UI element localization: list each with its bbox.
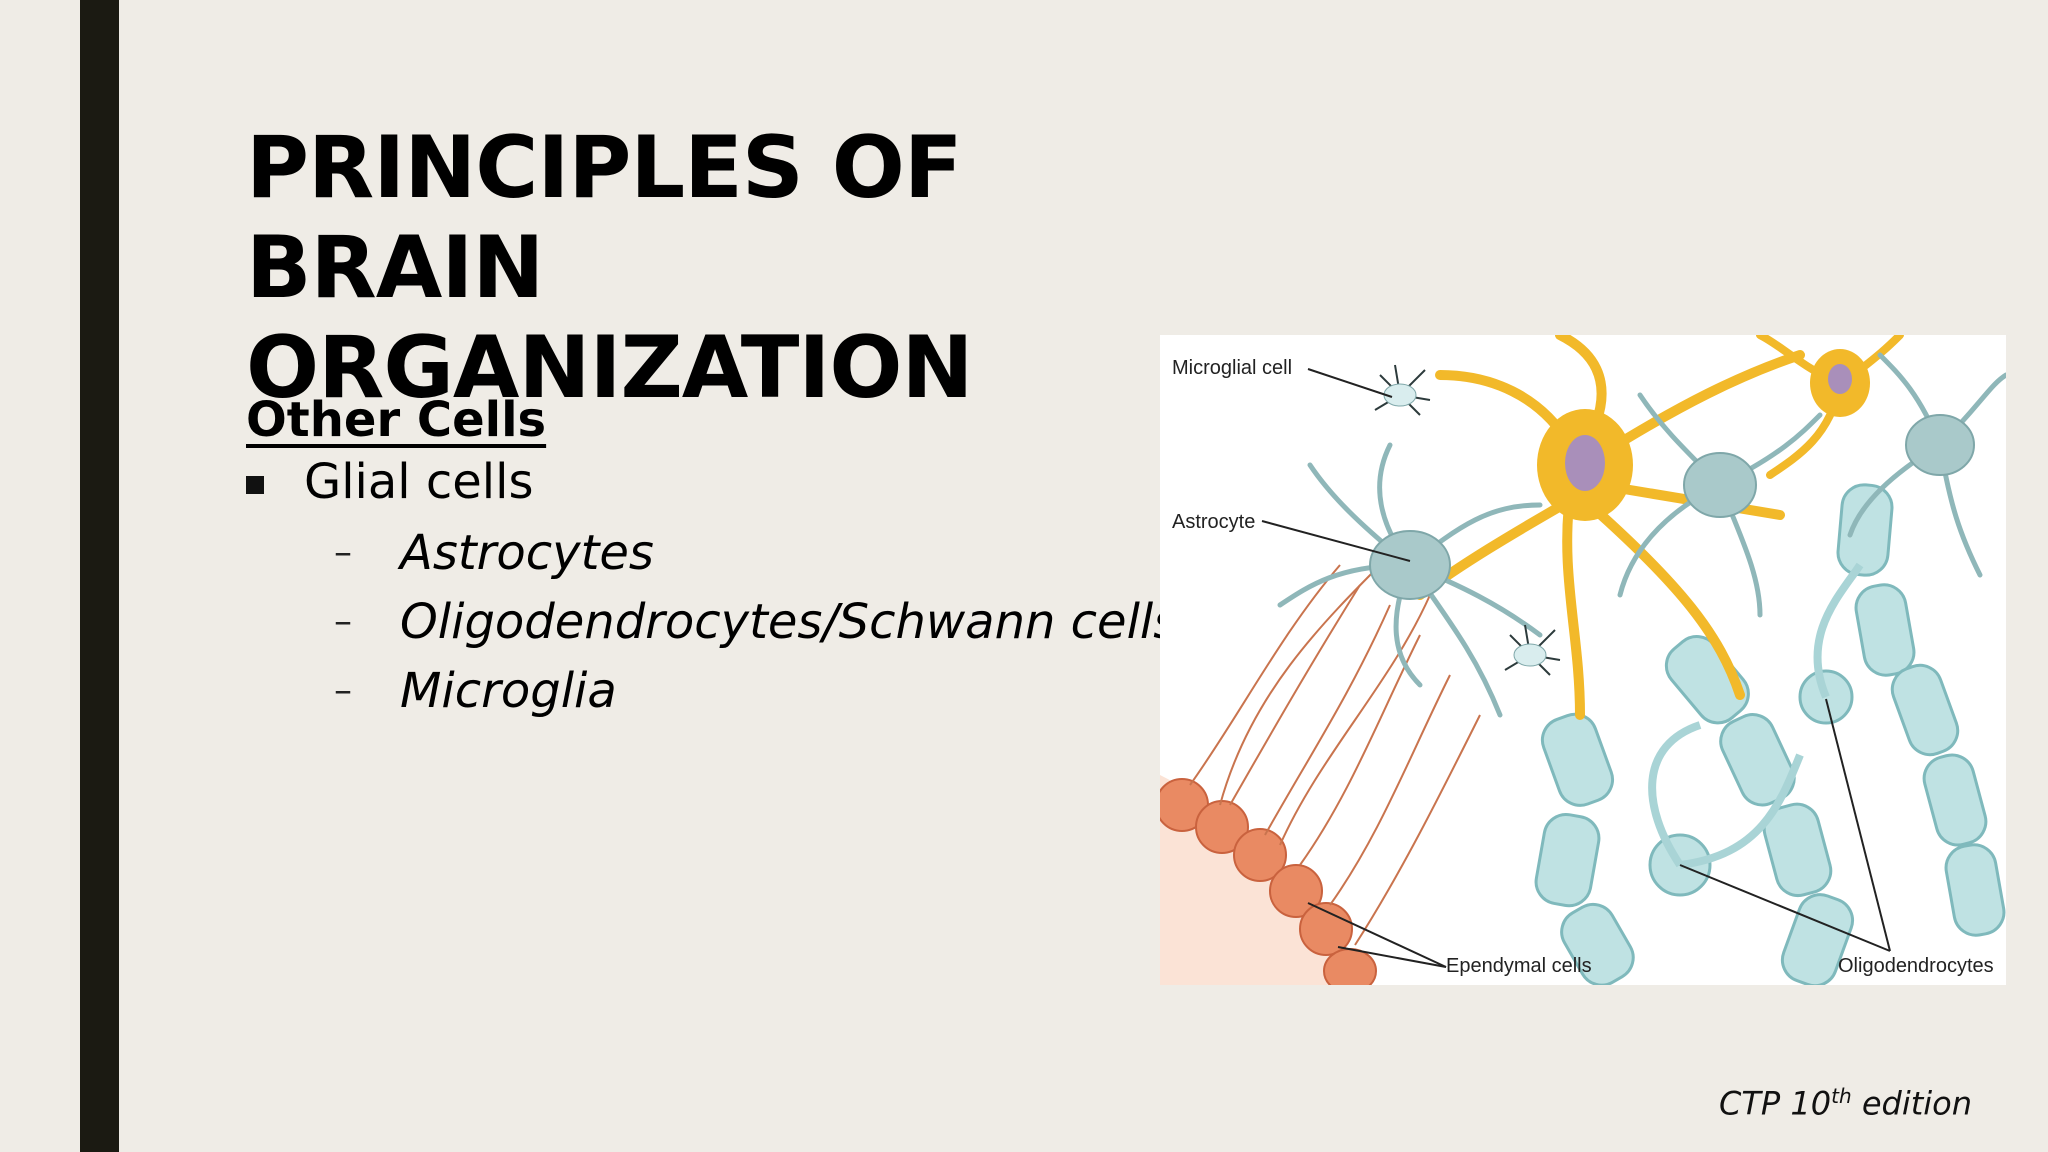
sub-item-oligodendrocytes: – Oligodendrocytes/Schwann cells xyxy=(334,587,1178,656)
caption-suffix: edition xyxy=(1851,1084,1972,1123)
dash-bullet: – xyxy=(334,600,352,642)
square-bullet-icon xyxy=(246,476,264,494)
dash-bullet: – xyxy=(334,531,352,573)
sub-item-text: Oligodendrocytes/Schwann cells xyxy=(400,593,1179,650)
sub-item-text: Astrocytes xyxy=(400,524,654,581)
label-astrocyte: Astrocyte xyxy=(1172,511,1256,533)
bullet-text: Glial cells xyxy=(304,454,534,510)
slide-title: PRINCIPLES OF BRAIN ORGANIZATION xyxy=(246,118,1246,418)
title-line-1: PRINCIPLES OF BRAIN xyxy=(246,118,963,318)
sub-item-microglia: – Microglia xyxy=(334,656,1178,725)
glial-cells-illustration: Microglial cell Astrocyte Ependymal cell… xyxy=(1160,335,2006,985)
label-oligodendrocytes: Oligodendrocytes xyxy=(1838,955,1994,977)
caption-superscript: th xyxy=(1831,1084,1852,1108)
source-caption: CTP 10th edition xyxy=(1719,1084,1972,1123)
label-ependymal-cells: Ependymal cells xyxy=(1446,955,1592,977)
sub-item-astrocytes: – Astrocytes xyxy=(334,518,1178,587)
bullet-glial-cells: Glial cells xyxy=(246,452,533,512)
sub-item-text: Microglia xyxy=(400,662,617,719)
title-line-2: ORGANIZATION xyxy=(246,318,973,418)
section-subheading: Other Cells xyxy=(246,392,547,448)
label-microglial-cell: Microglial cell xyxy=(1172,357,1293,379)
caption-prefix: CTP 10 xyxy=(1719,1084,1832,1123)
dash-bullet: – xyxy=(334,669,352,711)
glial-cells-drawing xyxy=(1160,335,2006,985)
left-accent-bar xyxy=(80,0,119,1152)
sub-bullet-list: – Astrocytes – Oligodendrocytes/Schwann … xyxy=(334,518,1178,725)
